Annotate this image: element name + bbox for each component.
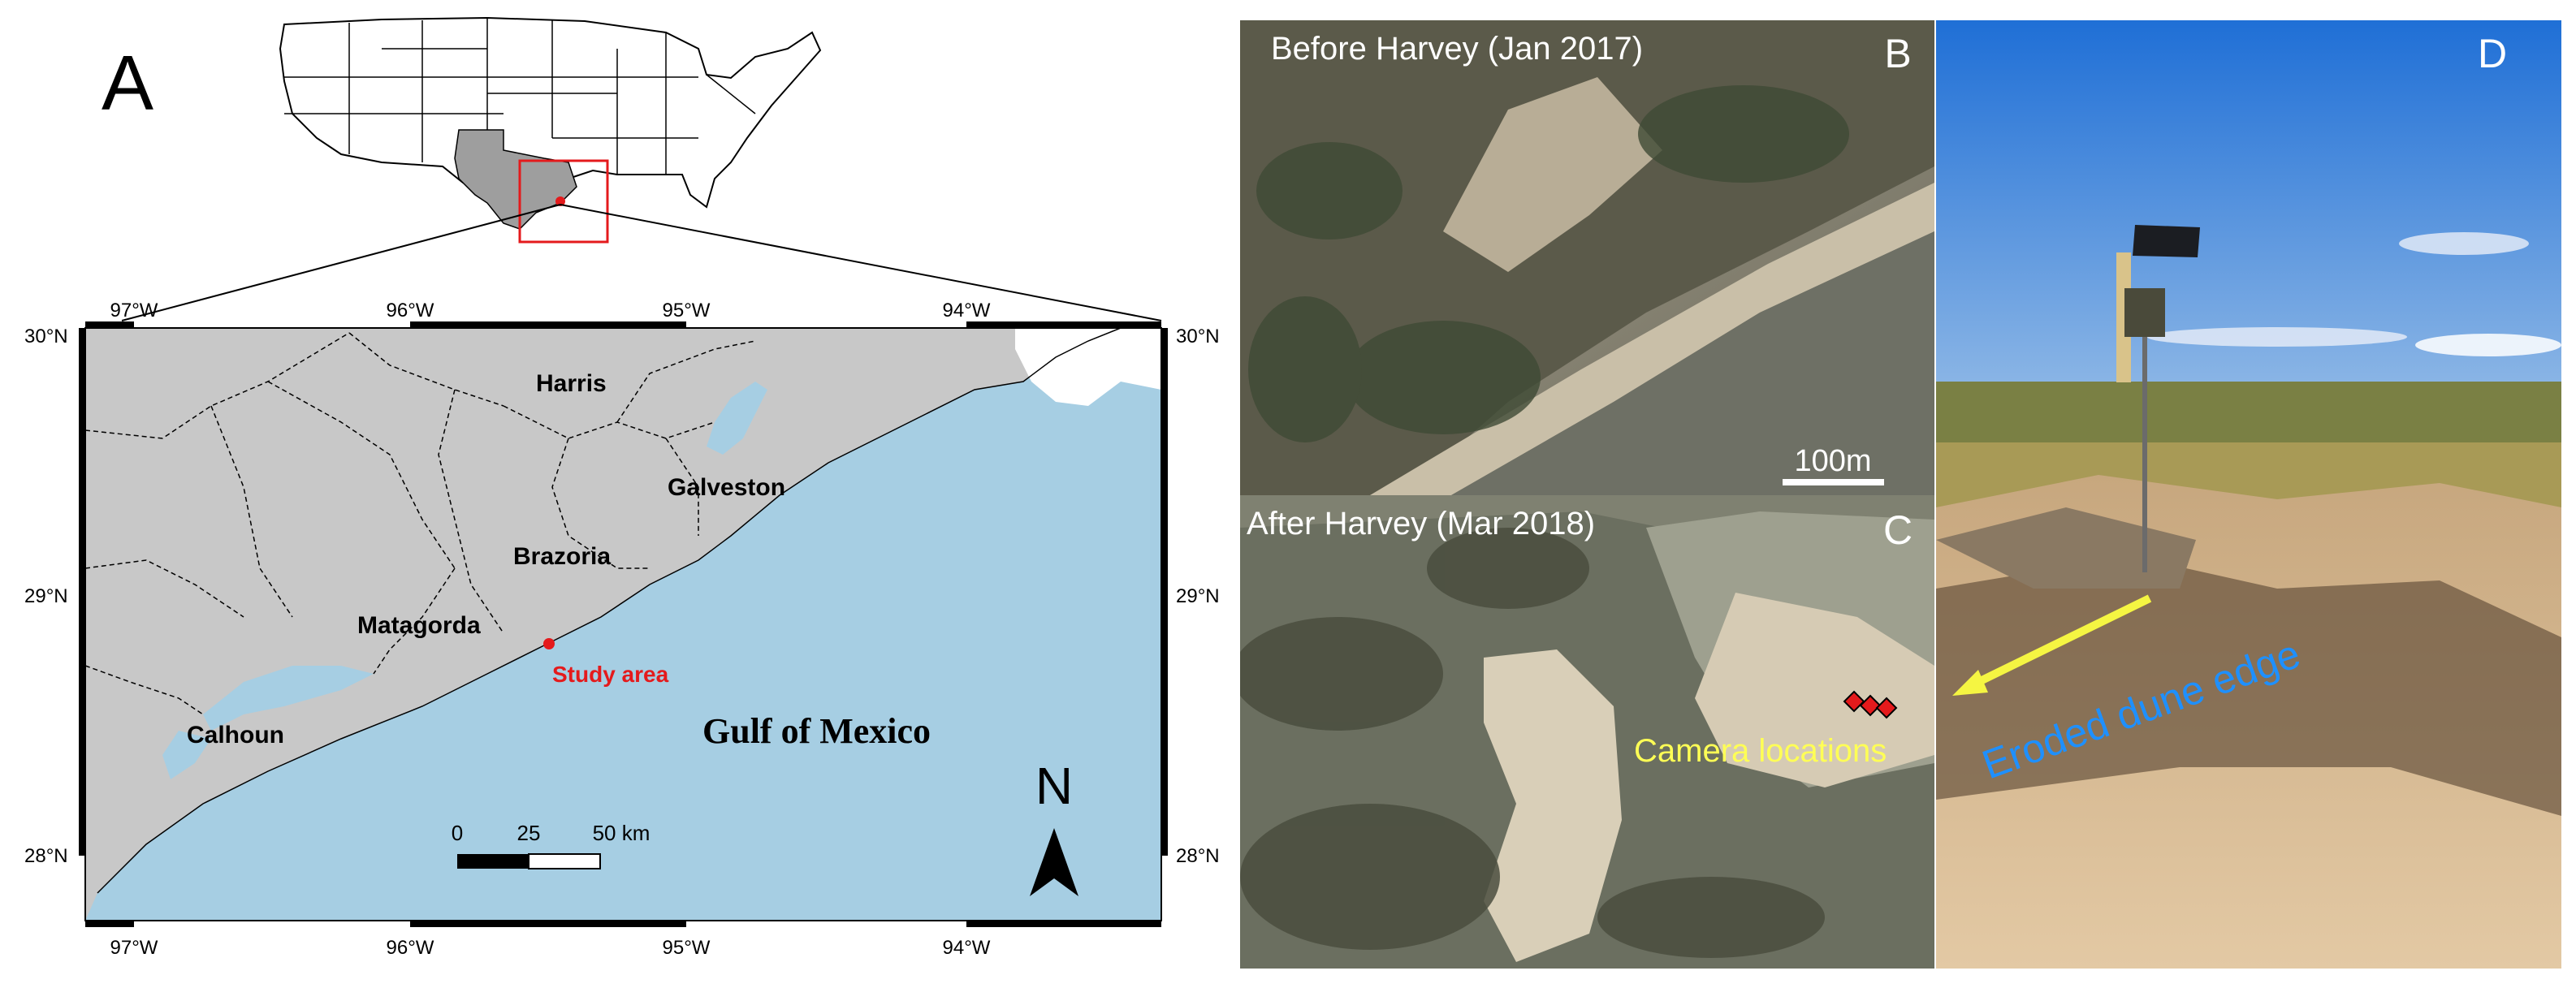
camera-location-markers	[1843, 690, 1898, 719]
usa-inset-map	[279, 16, 822, 244]
camera-locations-label: Camera locations	[1634, 733, 1887, 769]
texas-state	[454, 129, 577, 230]
connector-left	[121, 204, 561, 321]
aerial-before-panel-b: Before Harvey (Jan 2017) B 100m	[1240, 20, 1934, 495]
camera-marker-3	[1875, 697, 1898, 719]
lat-tick-left-30: 30°N	[24, 326, 68, 347]
scale-tick-25: 25	[517, 821, 541, 845]
lon-tick-top-95: 95°W	[663, 300, 711, 321]
scale-tick-50: 50 km	[593, 821, 650, 845]
matagorda-bay	[203, 666, 374, 731]
panel-c-title: After Harvey (Mar 2018)	[1247, 506, 1595, 541]
scale-bar: 0 25 50 km	[452, 821, 650, 869]
lon-tick-top-96: 96°W	[387, 300, 434, 321]
county-label-harris: Harris	[536, 370, 607, 397]
study-area-label: Study area	[552, 662, 669, 687]
panel-letter-c: C	[1883, 507, 1913, 553]
county-label-galveston: Galveston	[668, 474, 785, 501]
north-arrow-icon: N	[1030, 757, 1078, 896]
panel-b-scale-label: 100m	[1794, 444, 1871, 478]
lat-tick-right-30: 30°N	[1176, 326, 1220, 347]
lon-tick-bottom-97: 97°W	[110, 937, 158, 959]
field-photo-panel-d: Eroded dune edge D	[1936, 20, 2561, 969]
lat-tick-left-28: 28°N	[24, 845, 68, 867]
aerial-after-panel-c: After Harvey (Mar 2018) C Camera locatio…	[1240, 495, 1934, 969]
gulf-water	[85, 328, 1161, 921]
lon-tick-bottom-95: 95°W	[663, 937, 711, 959]
lon-tick-bottom-96: 96°W	[387, 937, 434, 959]
county-label-matagorda: Matagorda	[357, 612, 481, 639]
panel-letter-d: D	[2478, 31, 2507, 76]
lon-tick-bottom-94: 94°W	[943, 937, 991, 959]
galveston-bay	[707, 382, 767, 455]
lat-tick-right-28: 28°N	[1176, 845, 1220, 867]
solar-panel	[2133, 225, 2200, 257]
county-label-calhoun: Calhoun	[187, 722, 284, 749]
lat-tick-right-29: 29°N	[1176, 585, 1220, 607]
study-area-point	[543, 638, 555, 649]
north-label: N	[1035, 757, 1073, 815]
county-label-brazoria: Brazoria	[513, 543, 611, 570]
connector-right	[560, 204, 1162, 321]
lon-tick-top-94: 94°W	[943, 300, 991, 321]
panel-b-scale-bar	[1783, 479, 1884, 485]
panel-letter-b: B	[1884, 31, 1911, 76]
lat-tick-left-29: 29°N	[24, 585, 68, 607]
main-map	[79, 321, 1168, 927]
camera-marker-2	[1859, 694, 1882, 717]
gulf-label: Gulf of Mexico	[702, 711, 931, 751]
camera-marker-1	[1843, 690, 1865, 713]
inset-extent-box	[518, 159, 609, 244]
scale-tick-0: 0	[452, 821, 463, 845]
coastline	[97, 327, 1122, 894]
trail-camera	[2124, 288, 2165, 337]
lon-tick-top-97: 97°W	[110, 300, 158, 321]
panel-b-title: Before Harvey (Jan 2017)	[1271, 31, 1643, 67]
map-panel-a: A	[0, 0, 1226, 988]
panel-letter-a: A	[102, 40, 153, 127]
dune-edge-arrow	[1968, 594, 2152, 690]
camera-pole	[2142, 329, 2147, 572]
inset-study-point	[555, 196, 565, 206]
wood-post	[2116, 252, 2131, 382]
